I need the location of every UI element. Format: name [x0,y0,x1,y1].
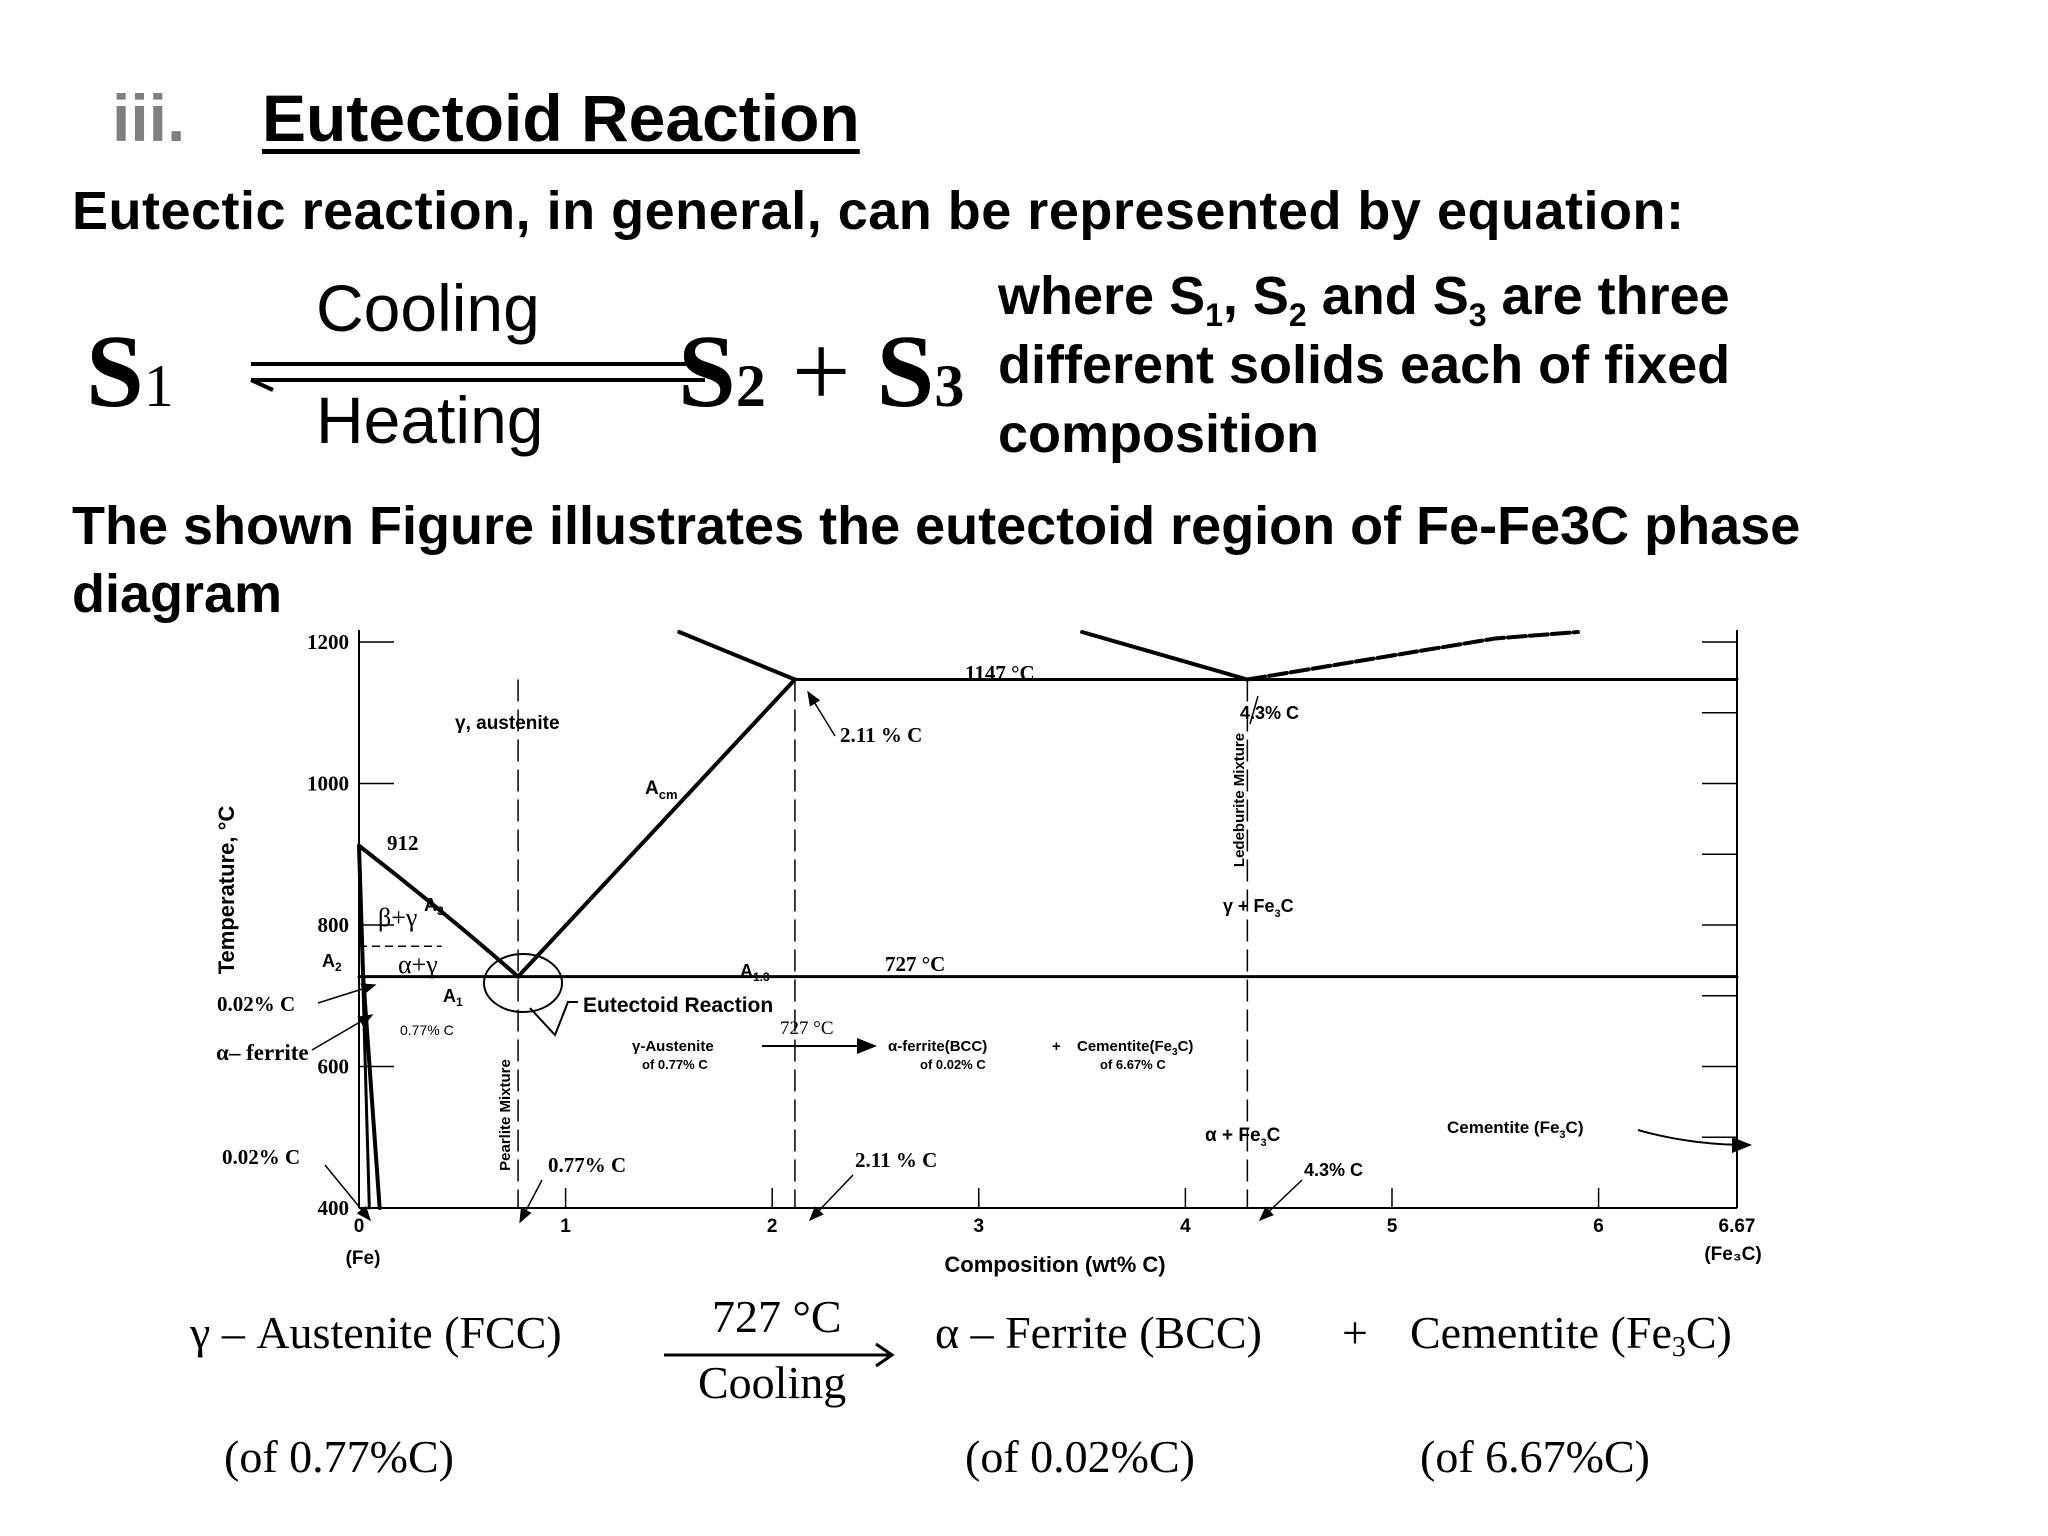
bottom-eq-mid: α – Ferrite (BCC) [935,1307,1262,1358]
label-alpha-gamma: α+γ [398,950,438,979]
label-a3: A3 [424,895,444,918]
x-tick-label: 5 [1387,1216,1398,1237]
eq-arrow-bottom-label: Heating [316,383,544,457]
bottom-eq-arrow [664,1342,895,1368]
label-gamma-fe3c: γ + Fe3C [1223,896,1294,920]
pointer-002-left [317,983,377,1004]
label-gamma-austenite: γ, austenite [455,713,560,734]
general-equation: S1 Cooling Heating S2 + S3 [80,270,980,470]
label-a2: A2 [322,951,342,974]
label-pearlite: Pearlite Mixture [497,1059,514,1171]
section-numeral: iii. [112,81,186,155]
y-axis-label: Temperature, °C [214,806,239,975]
pointer-211-bottom [808,1174,854,1222]
cementite-pointer [1637,1129,1752,1153]
eq-right: S2 + S3 [678,314,965,429]
eq-arrow-top-label: Cooling [316,271,540,345]
label-react-right-sub: of 6.67% C [1100,1057,1166,1072]
label-a13: A1.3 [740,961,770,984]
label-react-mid-sub: of 0.02% C [920,1057,986,1072]
label-alpha-fe3c: α + Fe3C [1205,1125,1281,1149]
pointer-alpha-ferrite [311,1014,374,1051]
y-tick-label: 1000 [307,772,349,796]
label-912: 912 [387,831,419,855]
label-react-temp: 727 °C [780,1018,834,1039]
label-077-small: 0.77% C [400,1022,454,1038]
x-tick-label: 0 [354,1216,365,1237]
phase-boundary [357,843,382,1210]
label-react-mid: α-ferrite(BCC) [888,1038,987,1055]
x-tick-label: 3 [974,1216,985,1237]
figure-caption: The shown Figure illustrates the eutecto… [72,496,1801,624]
x-axis-label: Composition (wt% C) [944,1252,1165,1277]
label-react-left: γ-Austenite [632,1038,714,1055]
label-211-bottom: 2.11 % C [855,1148,937,1172]
y-tick-label: 600 [318,1055,350,1079]
bottom-eq-right: Cementite (Fe3C) [1410,1307,1732,1363]
y-tick-label: 1200 [307,630,349,654]
pointer-43-bottom [1258,1179,1303,1222]
label-acm: Acm [645,778,678,802]
label-react-left-sub: of 0.77% C [642,1057,708,1072]
pointer-43-top [1249,695,1259,725]
where-text: where S1, S2 and S3 are three different … [998,266,1731,464]
bottom-eq-mid-sub: (of 0.02%C) [965,1431,1195,1482]
bottom-eq-left-sub: (of 0.77%C) [224,1431,454,1482]
label-43-top: 4.3% C [1240,703,1299,723]
x-tick-label: 2 [767,1216,778,1237]
y-tick-label: 400 [318,1196,350,1220]
page-title: Eutectoid Reaction [262,81,860,155]
bottom-eq-left: γ – Austenite (FCC) [190,1307,562,1358]
x-tick-label: 6.67 [1719,1216,1756,1237]
label-727: 727 °C [885,952,945,976]
pointer-077-bottom [519,1179,543,1224]
bottom-eq-plus: + [1342,1307,1368,1358]
label-211-top: 2.11 % C [840,723,922,747]
label-1147: 1147 °C [965,661,1035,685]
y-tick-label: 800 [318,913,350,937]
eq-left: S1 [86,314,174,429]
label-beta-gamma: β+γ [378,903,417,932]
eutectoid-callout-bracket [529,1001,578,1037]
eutectoid-point-circle [483,953,563,1013]
phase-boundary [1080,630,1250,682]
label-002-left: 0.02% C [217,992,295,1016]
phase-boundary [1245,630,1580,682]
label-077-bottom: 0.77% C [548,1153,626,1177]
phase-boundary [516,677,797,979]
eq-reversible-arrow [250,354,706,392]
phase-boundary [677,630,797,682]
label-cementite: Cementite (Fe3C) [1447,1118,1584,1141]
x-sub-right: (Fe₃C) [1704,1244,1761,1265]
label-eutectoid-reaction: Eutectoid Reaction [583,994,773,1017]
bottom-eq-right-sub: (of 6.67%C) [1420,1431,1650,1482]
label-ledeburite: Ledeburite Mixture [1231,733,1248,867]
phase-boundary [357,843,521,979]
bottom-eq-arrow-top: 727 °C [712,1291,842,1342]
pointer-211-top [807,690,836,737]
bottom-eq-arrow-bottom: Cooling [698,1357,847,1408]
label-react-plus: + [1052,1038,1061,1055]
label-002-bottom: 0.02% C [222,1145,300,1169]
label-react-right: Cementite(Fe3C) [1077,1038,1193,1058]
label-43-bottom: 4.3% C [1304,1160,1363,1180]
x-sub-left: (Fe) [346,1248,381,1269]
pointer-002-bottom [324,1164,371,1222]
x-tick-label: 1 [560,1216,571,1237]
label-alpha-ferrite: α– ferrite [216,1040,309,1065]
x-tick-label: 6 [1593,1216,1604,1237]
label-a1: A1 [443,986,463,1009]
x-tick-label: 4 [1180,1216,1191,1237]
intro-text: Eutectic reaction, in general, can be re… [72,181,1685,241]
